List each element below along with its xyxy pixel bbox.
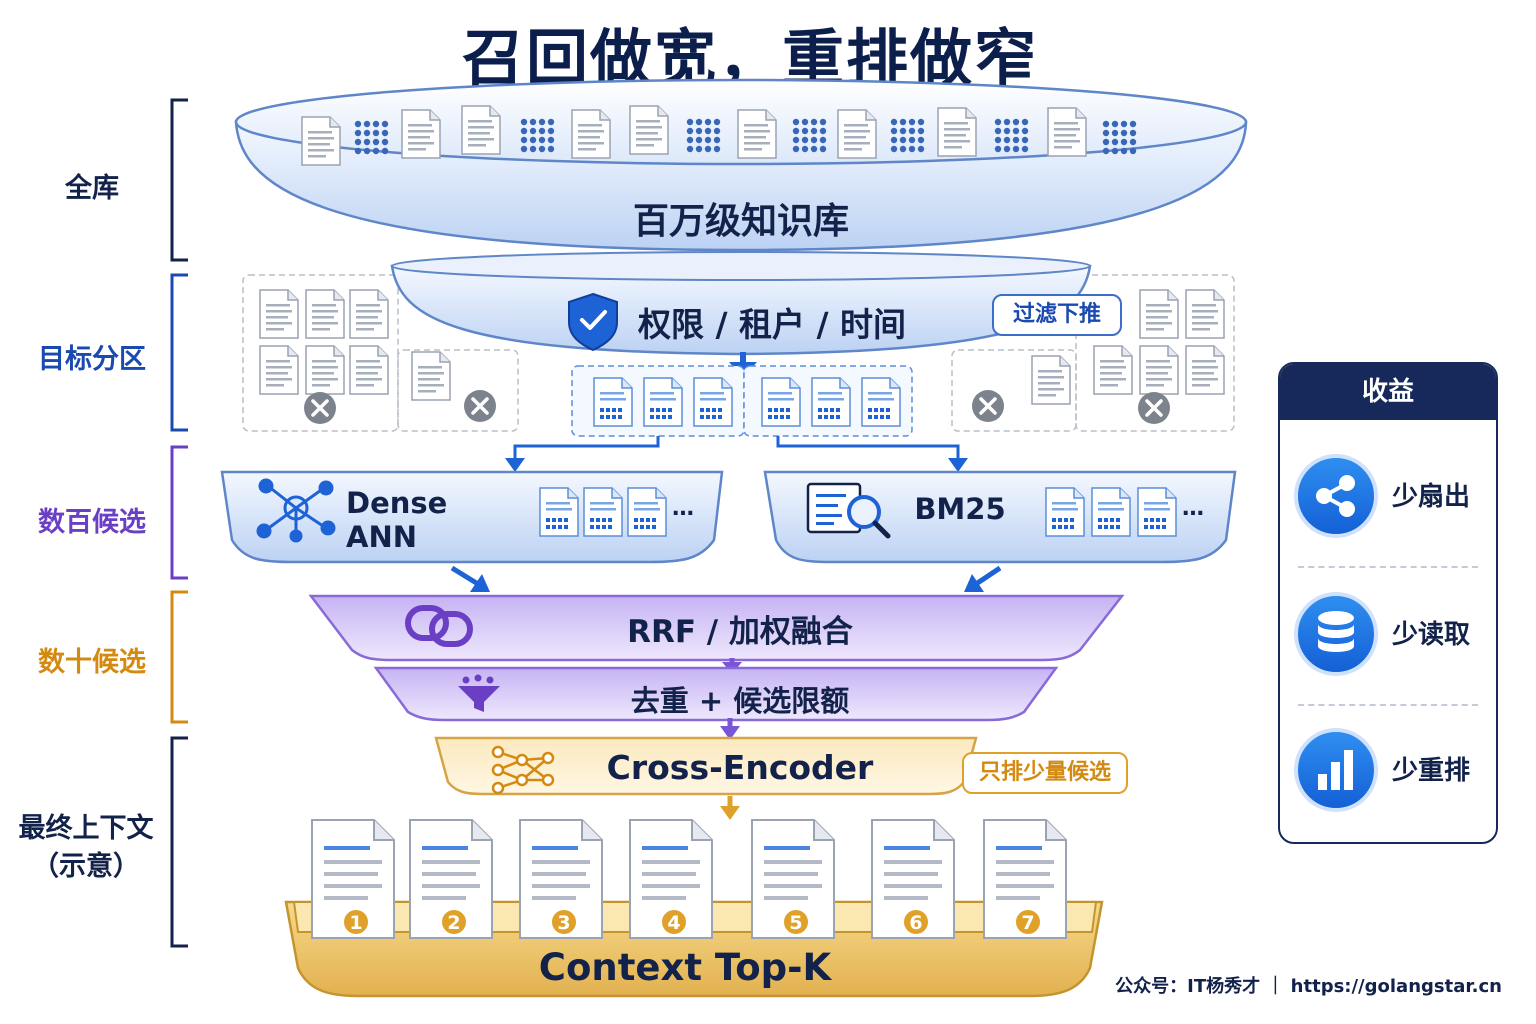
shield-check-icon [568,292,618,352]
rank-badge-number: 1 [349,912,362,934]
filter-pushdown-tag: 过滤下推 [992,294,1122,336]
fusion-stage [308,594,1125,662]
bm25-more: … [1182,496,1204,521]
bm25-stage [763,470,1237,564]
benefit-item-read: 少读取 [1280,570,1496,700]
arrow-bm25-fusion-head [964,574,984,592]
neural-network-icon [256,478,336,543]
context-document [871,819,955,939]
kb-label: 百万级知识库 [632,201,849,242]
filter-funnel-icon [458,674,500,712]
bar-chart-icon [1294,728,1378,812]
benefits-panel: 收益 少扇出 少读取 少重排 [1278,362,1498,844]
level-label-tens: 数十候选 [38,647,146,678]
rank-badge [660,908,688,936]
target-partitions [571,365,913,437]
rank-badge-number: 5 [789,912,802,934]
arrow-dedup-rerank-head [720,726,740,740]
rank-badge-number: 4 [667,912,680,934]
context-document [983,819,1067,939]
rerank-label: Cross-Encoder [606,748,874,787]
rank-badge-number: 3 [557,912,570,934]
context-label: Context Top-K [538,946,832,989]
benefit-label-read: 少读取 [1392,620,1471,650]
footer-credit: 公众号：IT杨秀才 ｜ https://golangstar.cn [1115,976,1502,997]
context-document [629,819,713,939]
context-document [519,819,603,939]
rank-badge-number: 6 [909,912,922,934]
rank-badge [342,908,370,936]
knowledge-base-funnel [234,78,1248,252]
dense-ann-label: Dense ANN [346,486,448,554]
fusion-label: RRF / 加权融合 [627,614,853,650]
context-document [409,819,493,939]
arrow-dense-fusion-head [470,574,490,592]
rank-badge [440,908,468,936]
document-search-icon [806,482,891,539]
rerank-stage [434,736,978,796]
link-icon [405,605,473,647]
level-brackets [170,98,188,948]
dedup-label: 去重 + 候选限额 [630,684,850,718]
share-icon [1294,454,1378,538]
rank-badge [782,908,810,936]
benefits-title: 收益 [1280,364,1496,420]
arrow-dense-fusion [450,565,480,587]
context-document [751,819,835,939]
excluded-partitions [242,274,1235,432]
benefit-divider [1298,566,1478,568]
rank-badge [1014,908,1042,936]
split-arrows [505,436,968,472]
benefit-label-rerank: 少重排 [1392,756,1471,786]
bm25-label: BM25 [914,492,1006,526]
arrow-rerank-context-head [720,806,740,820]
benefit-label-fanout: 少扇出 [1392,482,1471,512]
benefit-divider [1298,704,1478,706]
level-label-full: 全库 [65,173,119,204]
database-icon [1294,592,1378,676]
arrow-bm25-fusion [974,565,1002,587]
rank-badge [550,908,578,936]
rank-badge-number: 7 [1021,912,1034,934]
dense-more: … [672,496,694,521]
context-documents: 1 2 3 4 5 6 7 [311,819,1067,939]
level-label-final: 最终上下文 （示意） [18,813,154,882]
filter-label: 权限 / 租户 / 时间 [637,305,907,344]
dense-ann-stage [220,470,724,564]
rerank-few-tag: 只排少量候选 [962,752,1128,794]
dedup-stage [373,666,1059,722]
rank-badge-number: 2 [447,912,460,934]
context-document [311,819,395,939]
benefit-item-rerank: 少重排 [1280,706,1496,836]
level-label-partition: 目标分区 [38,344,146,375]
level-label-hundreds: 数百候选 [38,507,146,538]
network-graph-icon [491,745,555,795]
rank-badge [902,908,930,936]
benefit-item-fanout: 少扇出 [1280,432,1496,562]
